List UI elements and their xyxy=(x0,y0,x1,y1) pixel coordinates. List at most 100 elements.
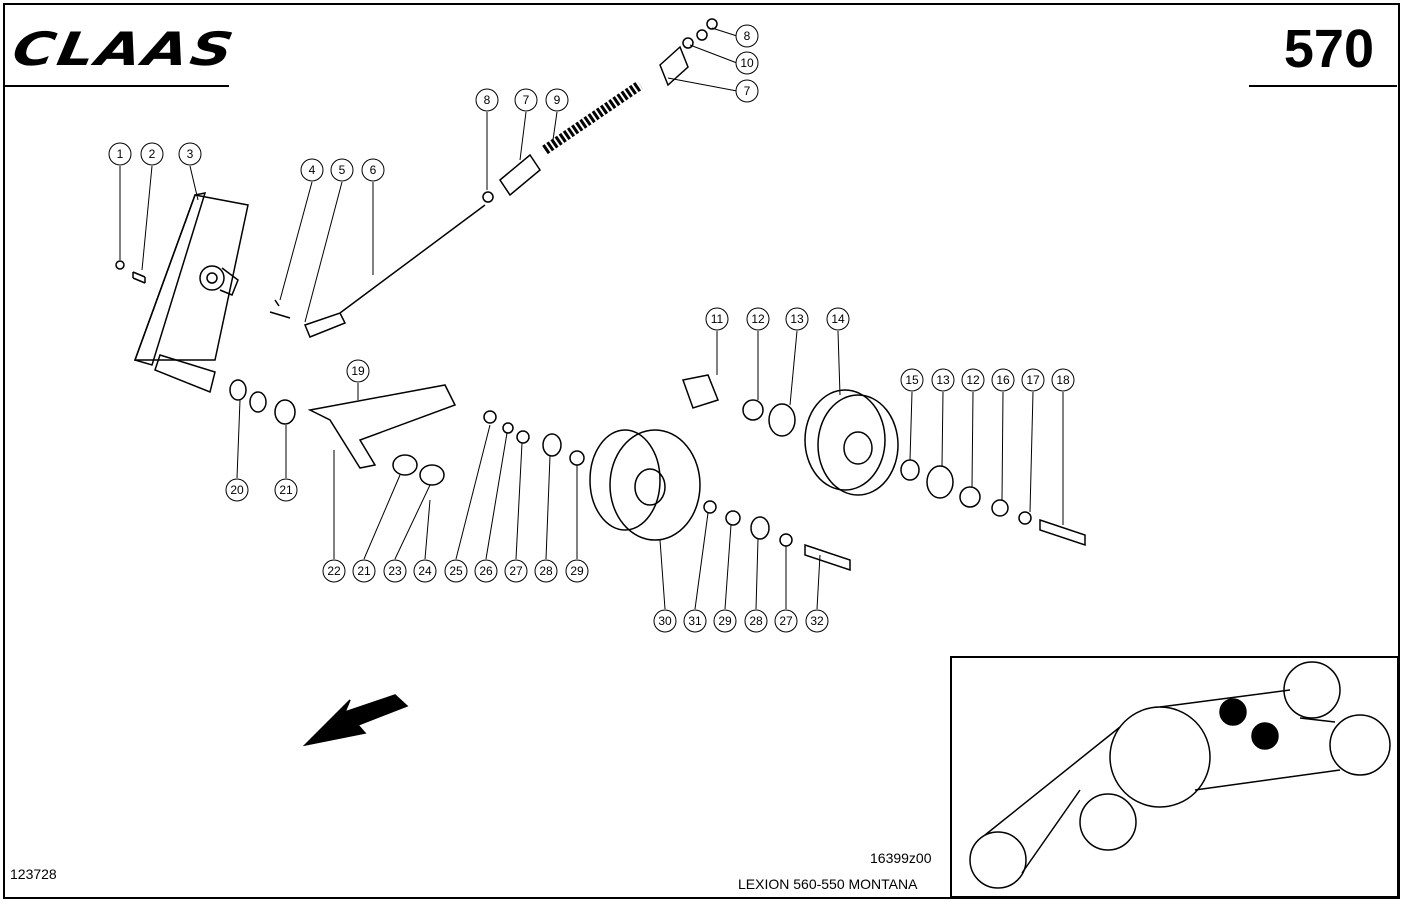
callout-number: 16 xyxy=(996,373,1010,387)
callout-number: 28 xyxy=(539,564,553,578)
bearing-part xyxy=(750,516,770,540)
leader-line xyxy=(1001,391,1004,501)
leader-line xyxy=(485,432,508,560)
callout-12: 12 xyxy=(961,368,985,488)
callout-21: 21 xyxy=(274,425,298,502)
callout-circle xyxy=(474,559,498,583)
callout-circle xyxy=(322,559,346,583)
callout-27: 27 xyxy=(504,442,528,583)
leader-line xyxy=(189,165,199,201)
bearing-part xyxy=(542,433,562,457)
callout-3: 3 xyxy=(178,142,202,201)
callout-number: 13 xyxy=(790,312,804,326)
nut-part xyxy=(991,499,1009,517)
leader-line xyxy=(689,44,738,64)
callout-circle xyxy=(475,88,499,112)
circlip-part xyxy=(742,399,764,421)
direction-arrow-icon xyxy=(302,694,409,747)
callout-24: 24 xyxy=(413,499,437,583)
callout-29: 29 xyxy=(713,524,737,633)
callout-circle xyxy=(534,559,558,583)
callout-number: 13 xyxy=(936,373,950,387)
washer-part xyxy=(682,37,694,49)
callout-26: 26 xyxy=(474,432,508,583)
callout-number: 15 xyxy=(905,373,919,387)
callout-number: 21 xyxy=(357,564,371,578)
callout-circle xyxy=(330,158,354,182)
callout-14: 14 xyxy=(826,307,850,396)
callout-number: 4 xyxy=(309,163,316,177)
callout-20: 20 xyxy=(225,399,249,502)
callout-circle xyxy=(1051,368,1075,392)
leader-line xyxy=(724,524,732,610)
spacer-part xyxy=(900,459,920,481)
leader-line xyxy=(711,27,738,37)
circlip-part xyxy=(725,510,741,526)
callout-27: 27 xyxy=(774,546,798,633)
bracket-part xyxy=(133,192,249,394)
circlip-part xyxy=(569,450,585,466)
callout-circle xyxy=(683,609,707,633)
callout-number: 17 xyxy=(1026,373,1040,387)
callout-circle xyxy=(746,307,770,331)
tension-arm-part xyxy=(307,384,457,469)
callout-circle xyxy=(108,142,132,166)
callout-circle xyxy=(178,142,202,166)
nut-part xyxy=(482,191,494,203)
callout-circle xyxy=(653,609,677,633)
leader-line xyxy=(755,538,759,610)
callout-number: 6 xyxy=(370,163,377,177)
sleeve-part xyxy=(499,153,541,197)
callout-number: 7 xyxy=(523,93,530,107)
sleeve-part-upper xyxy=(659,45,689,87)
callout-circle xyxy=(352,559,376,583)
callout-number: 10 xyxy=(740,56,754,70)
leader-line xyxy=(304,181,343,323)
callout-circle xyxy=(774,609,798,633)
callout-7: 7 xyxy=(667,77,759,103)
callout-circle xyxy=(361,158,385,182)
nut-part xyxy=(706,18,718,30)
washer-part xyxy=(1018,511,1032,525)
callout-circle xyxy=(346,359,370,383)
callout-circle xyxy=(744,609,768,633)
pin-part xyxy=(269,299,291,319)
callout-2: 2 xyxy=(140,142,164,271)
callout-circle xyxy=(785,307,809,331)
callout-number: 27 xyxy=(779,614,793,628)
callout-number: 27 xyxy=(509,564,523,578)
bearing-part xyxy=(483,410,497,424)
callout-circle xyxy=(545,88,569,112)
callout-number: 26 xyxy=(479,564,493,578)
callout-number: 9 xyxy=(554,93,561,107)
callout-circle xyxy=(504,559,528,583)
leader-line xyxy=(515,442,523,560)
callout-19: 19 xyxy=(346,359,370,400)
callout-28: 28 xyxy=(744,538,768,633)
callout-number: 8 xyxy=(484,93,491,107)
callout-7: 7 xyxy=(514,88,538,161)
bolt-part xyxy=(1039,518,1086,547)
callout-circle xyxy=(705,307,729,331)
callout-1: 1 xyxy=(108,142,132,260)
callout-16: 16 xyxy=(991,368,1015,501)
callout-number: 18 xyxy=(1056,373,1070,387)
callout-number: 12 xyxy=(966,373,980,387)
leader-line xyxy=(394,484,431,560)
ring-part xyxy=(229,379,247,401)
callout-25: 25 xyxy=(444,424,491,583)
leader-line xyxy=(941,391,944,467)
callout-number: 29 xyxy=(718,614,732,628)
page-number: 570 xyxy=(1283,19,1374,79)
leader-line xyxy=(667,77,738,92)
leader-line xyxy=(519,111,527,161)
callout-circle xyxy=(225,478,249,502)
callout-number: 1 xyxy=(117,147,124,161)
callout-number: 29 xyxy=(570,564,584,578)
callout-number: 2 xyxy=(149,147,156,161)
callout-28: 28 xyxy=(534,455,558,583)
callout-6: 6 xyxy=(361,158,385,275)
callout-circle xyxy=(274,478,298,502)
callout-4: 4 xyxy=(279,158,324,301)
drawing-number: 16399z00 xyxy=(870,850,932,866)
